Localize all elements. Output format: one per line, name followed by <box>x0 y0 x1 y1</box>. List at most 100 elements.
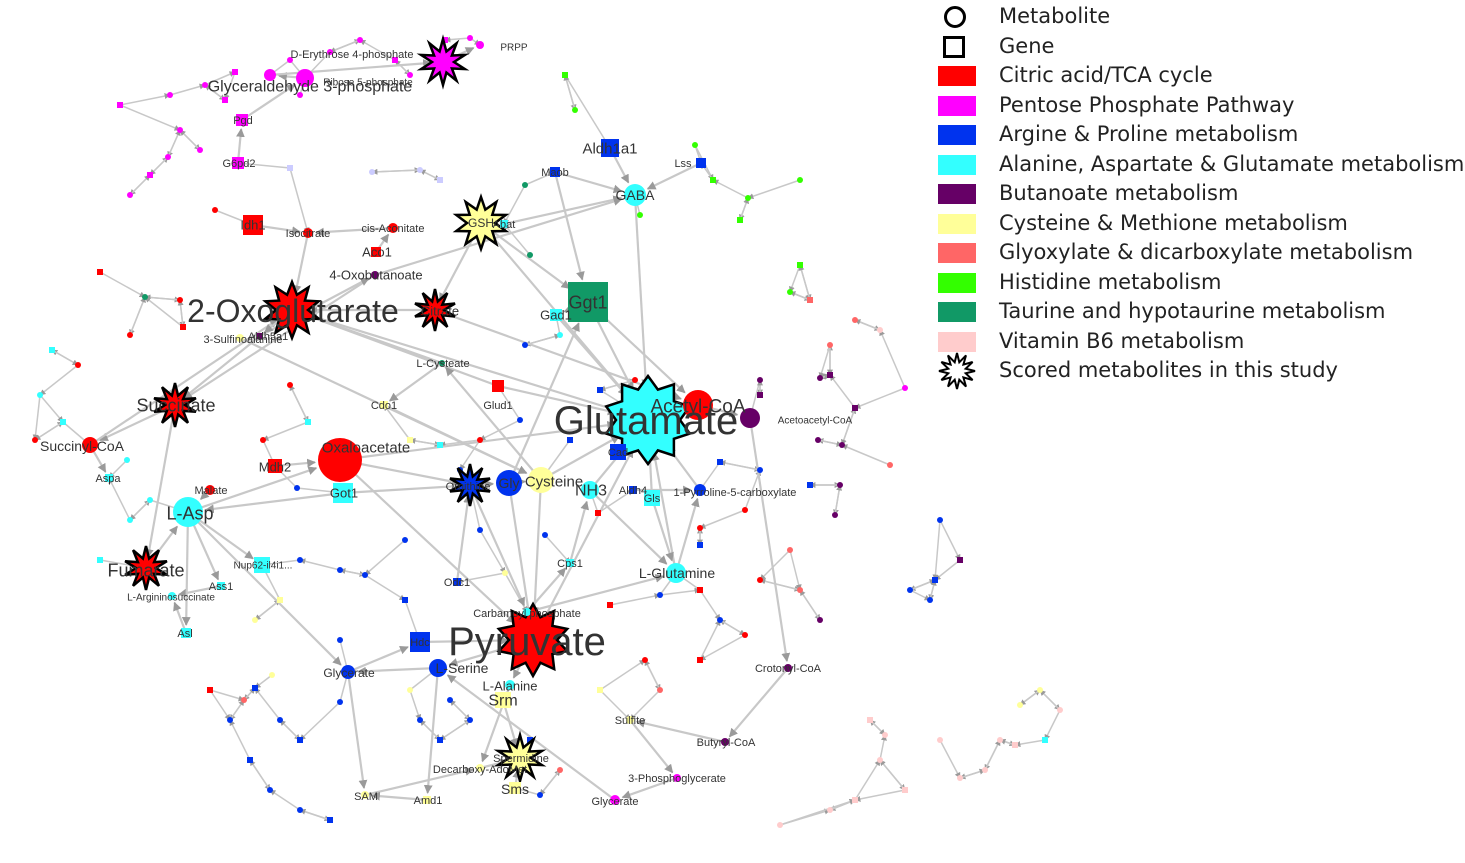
minor-node <box>277 597 283 603</box>
edge <box>854 387 906 409</box>
node-gaba <box>624 184 646 206</box>
legend-label: Alanine, Aspartate & Glutamate metabolis… <box>999 151 1465 176</box>
edge <box>879 734 887 761</box>
node-label-gls: Gls <box>644 493 661 505</box>
edge <box>419 719 441 741</box>
node-label-oxoglutarate: 2-Oxoglutarate <box>187 293 399 329</box>
node-nup62 <box>254 557 270 573</box>
edge <box>650 497 674 562</box>
edge <box>544 534 571 564</box>
minor-node <box>597 387 603 393</box>
minor-node <box>297 807 303 813</box>
legend-label: Scored metabolites in this study <box>999 358 1338 382</box>
node-glycerate2 <box>610 795 620 805</box>
legend-item-pathway: Taurine and hypotaurine metabolism <box>930 298 1460 328</box>
node-cisaconitate <box>388 223 398 233</box>
minor-node <box>207 687 213 693</box>
color-swatch <box>938 331 976 352</box>
edge <box>854 759 881 801</box>
node-label-spermidine: Spermidine <box>493 753 549 765</box>
minor-node <box>177 127 183 133</box>
node-label-lcysteate: L-Cysteate <box>416 358 469 370</box>
node-label-citrate: Citrate <box>421 304 459 319</box>
minor-node <box>632 377 638 383</box>
node-label-hdc: Hdc <box>410 637 430 649</box>
minor-node <box>212 207 218 213</box>
node-g6pd2 <box>232 157 244 169</box>
edge <box>269 59 432 77</box>
legend-label: Metabolite <box>999 4 1111 28</box>
minor-node <box>477 527 483 533</box>
edge <box>187 511 342 666</box>
edge <box>699 509 746 529</box>
minor-node <box>542 532 548 538</box>
minor-node <box>557 767 563 773</box>
node-label-cdo1: Cdo1 <box>371 400 397 412</box>
node-label-derythrose: D-Erythrose 4-phosphate <box>291 49 414 61</box>
minor-node <box>817 617 823 623</box>
edge <box>119 104 181 131</box>
node-acetoacetylcoa <box>740 408 760 428</box>
edge <box>315 226 394 237</box>
edge <box>419 169 441 181</box>
node-label-sms: Sms <box>501 781 529 797</box>
node-label-nh3: NH3 <box>575 483 607 500</box>
minor-node <box>745 195 751 201</box>
legend-item-pathway: Histidine metabolism <box>930 269 1460 299</box>
color-swatch <box>938 125 976 145</box>
node-lss <box>696 158 706 168</box>
edge <box>179 129 201 151</box>
minor-node <box>305 419 311 425</box>
node-srm <box>495 692 511 708</box>
edge <box>599 659 646 691</box>
minor-node <box>232 69 238 75</box>
edge <box>644 659 661 691</box>
legend-item-pathway: Pentose Phosphate Pathway <box>930 92 1460 122</box>
minor-node <box>692 142 698 148</box>
minor-node <box>97 269 103 275</box>
node-label-glycerald: Glyceraldehyde 3-phosphate <box>208 79 413 96</box>
node-derythrose <box>264 69 276 81</box>
node-label-gly: Gly <box>499 475 520 491</box>
minor-node <box>882 732 888 738</box>
minor-node <box>787 547 793 553</box>
node-label-arginino: L-Argininosuccinate <box>127 593 215 604</box>
edge <box>480 222 571 290</box>
minor-node <box>369 169 375 175</box>
edge <box>984 739 1001 771</box>
edge <box>339 568 366 576</box>
minor-node <box>287 382 293 388</box>
edge <box>39 364 79 396</box>
minor-node <box>124 457 130 463</box>
node-pgd <box>236 114 248 126</box>
minor-node <box>937 517 943 523</box>
edge <box>299 558 341 571</box>
minor-node <box>402 537 408 543</box>
minor-node <box>697 587 703 593</box>
color-swatch <box>938 302 976 322</box>
node-mdh2 <box>268 459 282 473</box>
legend-label: Citric acid/TCA cycle <box>999 63 1213 87</box>
edge <box>299 701 341 741</box>
minor-node <box>957 557 963 563</box>
node-phosphoglycerate <box>673 774 681 782</box>
legend-item-pathway: Vitamin B6 metabolism <box>930 328 1460 358</box>
edge <box>635 719 726 744</box>
node-label-cad: Cad <box>608 447 628 459</box>
minor-node <box>697 657 703 663</box>
edge <box>229 719 251 761</box>
node-odc1 <box>453 578 461 586</box>
minor-node <box>402 597 408 603</box>
minor-node <box>787 289 793 295</box>
node-label-nup62: Nup62-il4i1... <box>234 561 293 572</box>
minor-node <box>477 437 483 443</box>
node-cps1 <box>566 559 574 567</box>
node-got1 <box>333 483 353 503</box>
node-sulfite <box>626 716 634 724</box>
edge <box>439 719 471 741</box>
edge <box>223 71 236 101</box>
edge <box>364 574 406 601</box>
color-swatch <box>938 213 976 234</box>
